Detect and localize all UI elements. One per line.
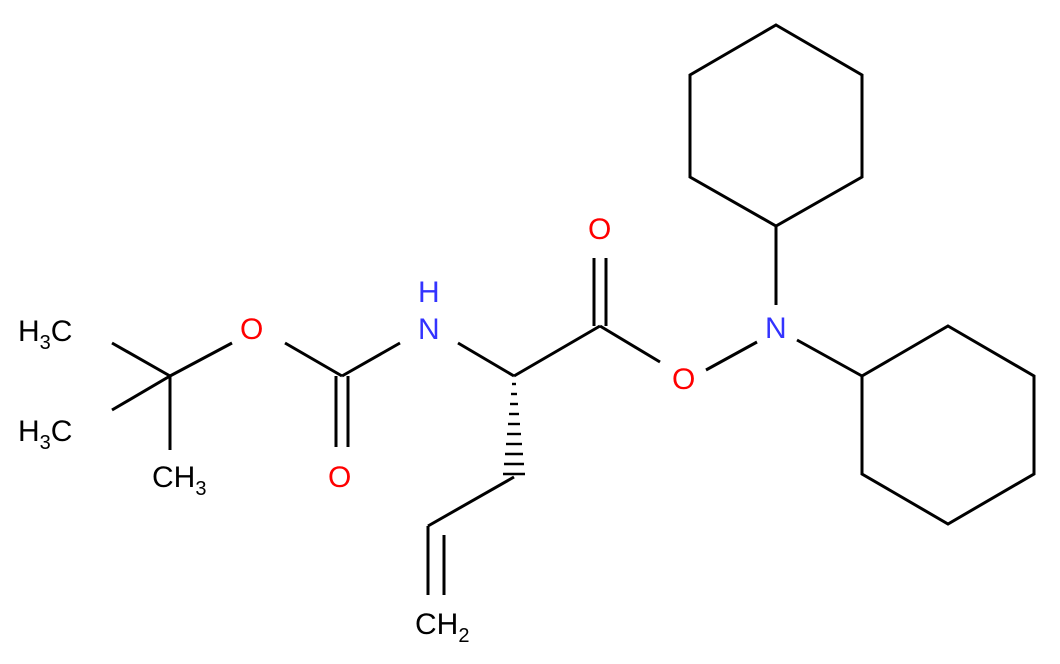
label-o-carbonyl-boc: O <box>328 461 351 494</box>
label-ch3-bottom: CH3 <box>152 461 206 500</box>
bond-carbonyl-to-ca <box>513 324 601 378</box>
bond-ch2-to-vinyl <box>427 475 515 528</box>
label-ch2-terminal: CH2 <box>415 608 469 647</box>
bond-o-to-tbutyl <box>169 341 233 378</box>
label-nh-h: H <box>418 276 440 309</box>
label-ch3-mid: H3C <box>18 415 72 454</box>
bond-o-to-carbonyl <box>599 324 661 364</box>
label-o-ether: O <box>240 313 263 346</box>
label-ch3-top: H3C <box>18 315 72 354</box>
label-o-ester: O <box>672 363 695 396</box>
bond-n-to-ring <box>796 338 863 378</box>
label-nh-n: N <box>418 313 440 346</box>
bond-ca-to-nh <box>457 341 515 378</box>
bond-tbu-ch3-top <box>111 341 171 378</box>
cyclohexyl-ring-top <box>688 23 864 228</box>
bond-carbamate-to-o <box>284 341 343 378</box>
hashed-wedge-bond <box>503 382 525 476</box>
label-o-carbonyl-ester: O <box>588 213 611 246</box>
bond-nh-to-carbamate <box>341 341 401 378</box>
skeleton-bonds <box>111 226 863 595</box>
bond-tbu-ch3-mid <box>111 374 171 412</box>
cyclohexyl-ring-bottom <box>860 324 1036 526</box>
bond-n-to-o <box>705 340 758 372</box>
atom-labels: H3C H3C CH3 O O H N O O N CH2 <box>18 213 787 647</box>
label-n-amine: N <box>765 312 787 345</box>
